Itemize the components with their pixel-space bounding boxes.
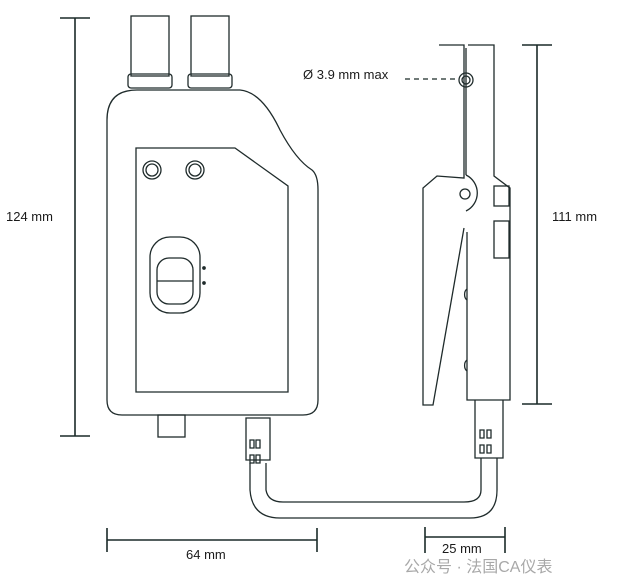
jaw-opening-label: Ø 3.9 mm max xyxy=(303,67,389,82)
watermark: 公众号 · 法国CA仪表 xyxy=(404,559,553,576)
left-device-body xyxy=(106,89,319,416)
bottom-connector xyxy=(157,414,186,438)
height-left-label: 124 mm xyxy=(6,209,53,224)
selector-switch xyxy=(149,236,201,314)
current-clamp xyxy=(422,44,511,406)
width-left-label: 64 mm xyxy=(186,547,226,562)
width-right-label: 25 mm xyxy=(442,541,482,556)
socket-2 xyxy=(185,160,205,180)
socket-1 xyxy=(142,160,162,180)
dimension-lines xyxy=(60,17,552,553)
connecting-cable xyxy=(245,400,504,519)
height-right-label: 111 mm xyxy=(552,209,598,224)
top-cables xyxy=(127,15,233,89)
front-panel xyxy=(135,147,289,393)
